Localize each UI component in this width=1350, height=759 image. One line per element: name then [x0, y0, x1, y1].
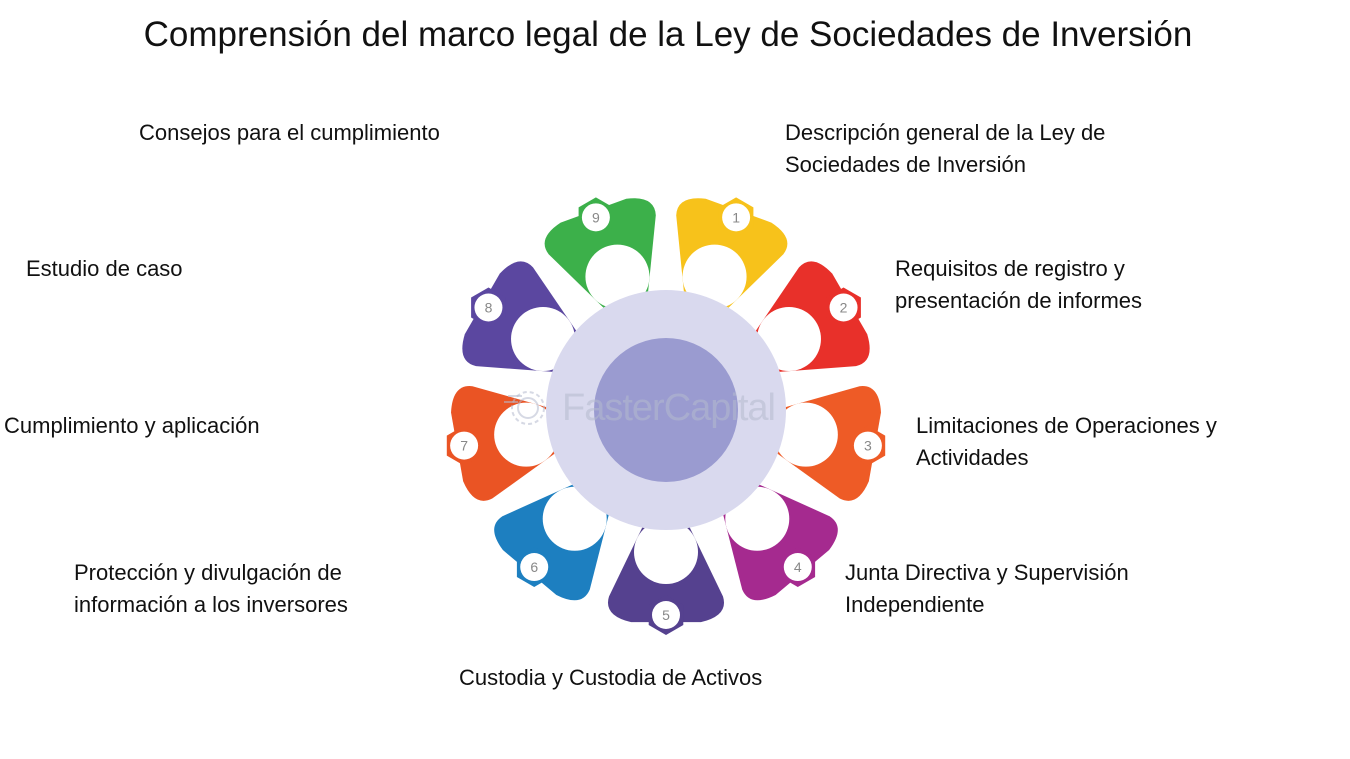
label-6: Protección y divulgación de información …	[74, 557, 348, 621]
segment-2-badge	[829, 293, 858, 322]
segment-5-number: 5	[662, 607, 670, 623]
label-1: Descripción general de la Ley de Socieda…	[785, 117, 1105, 181]
watermark: FasterCapital	[500, 386, 776, 430]
segment-8-badge	[474, 293, 503, 322]
segment-9-badge	[581, 203, 610, 232]
label-8: Estudio de caso	[26, 253, 183, 285]
segment-1: 1	[676, 197, 788, 319]
label-3-line-2: Actividades	[916, 445, 1029, 470]
segment-3: 3	[765, 386, 886, 501]
segment-9-number: 9	[592, 209, 600, 225]
label-6-line-2: información a los inversores	[74, 592, 348, 617]
segment-2: 2	[747, 261, 870, 373]
segment-7: 7	[446, 386, 567, 501]
segment-2-hole	[756, 307, 821, 371]
label-4: Junta Directiva y Supervisión Independie…	[845, 557, 1129, 621]
segment-4-badge	[783, 553, 812, 582]
label-1-line-1: Descripción general de la Ley de	[785, 120, 1106, 145]
segment-5: 5	[607, 513, 725, 635]
label-4-line-1: Junta Directiva y Supervisión	[845, 560, 1129, 585]
segment-3-badge	[853, 431, 882, 460]
segment-1-hole	[682, 244, 747, 309]
segment-5-badge	[652, 601, 680, 629]
segment-7-badge	[450, 431, 479, 460]
label-2-line-1: Requisitos de registro y	[895, 256, 1125, 281]
segment-1-badge	[722, 203, 751, 232]
label-2: Requisitos de registro y presentación de…	[895, 253, 1142, 317]
label-4-line-2: Independiente	[845, 592, 985, 617]
label-8-line-1: Estudio de caso	[26, 256, 183, 281]
label-5-line-1: Custodia y Custodia de Activos	[459, 665, 763, 690]
label-7: Cumplimiento y aplicación	[4, 410, 260, 442]
label-3-line-1: Limitaciones de Operaciones y	[916, 413, 1217, 438]
label-1-line-2: Sociedades de Inversión	[785, 152, 1026, 177]
segment-6: 6	[494, 478, 613, 601]
segment-3-hole	[773, 402, 838, 467]
label-9-line-1: Consejos para el cumplimiento	[139, 120, 440, 145]
label-2-line-2: presentación de informes	[895, 288, 1143, 313]
segment-3-number: 3	[864, 438, 872, 454]
label-9: Consejos para el cumplimiento	[139, 117, 440, 149]
segment-8-number: 8	[485, 300, 493, 316]
segment-7-number: 7	[460, 438, 468, 454]
center-inner-circle	[594, 338, 738, 482]
segment-1-number: 1	[732, 209, 740, 225]
watermark-logo-icon	[504, 391, 545, 425]
watermark-text: FasterCapital	[562, 387, 776, 429]
segment-6-number: 6	[530, 559, 538, 575]
label-5: Custodia y Custodia de Activos	[459, 662, 762, 694]
segment-9-hole	[585, 244, 650, 309]
segment-4-number: 4	[794, 559, 802, 575]
segment-9: 9	[544, 197, 656, 319]
segment-8-hole	[511, 307, 576, 371]
segment-5-hole	[634, 520, 698, 584]
segment-6-badge	[520, 553, 549, 582]
segment-8: 8	[462, 261, 585, 373]
page-title: Comprensión del marco legal de la Ley de…	[143, 15, 1193, 54]
segment-2-number: 2	[840, 300, 848, 316]
label-6-line-1: Protección y divulgación de	[74, 560, 342, 585]
segment-7-hole	[494, 402, 559, 467]
label-7-line-1: Cumplimiento y aplicación	[4, 413, 260, 438]
label-3: Limitaciones de Operaciones y Actividade…	[916, 410, 1217, 474]
